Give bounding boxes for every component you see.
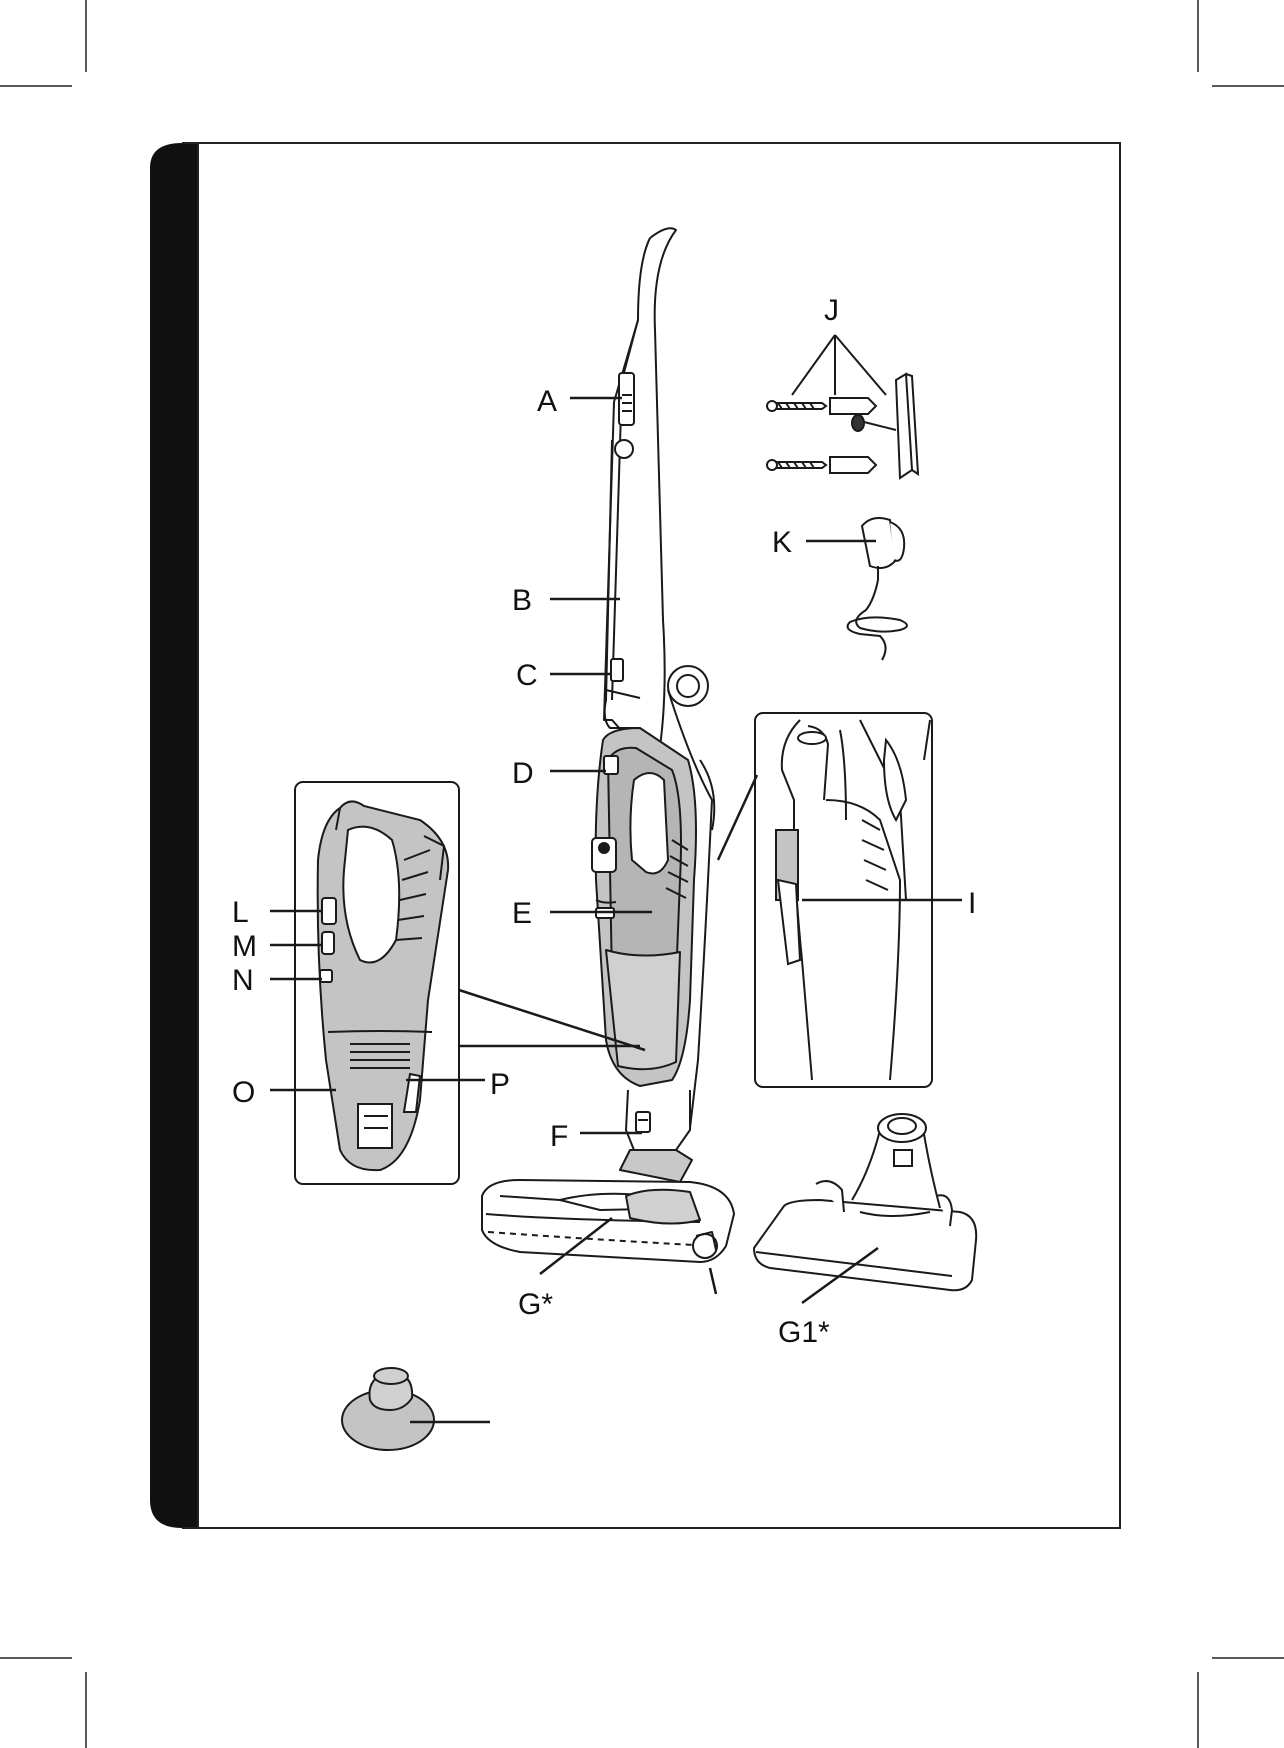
label-K: K [772, 526, 792, 559]
label-E: E [512, 897, 532, 930]
label-O: O [232, 1076, 255, 1109]
label-A: A [537, 385, 557, 418]
label-B: B [512, 584, 532, 617]
label-J: J [824, 294, 839, 327]
vacuum-illustration [482, 228, 734, 1262]
label-C: C [516, 659, 538, 692]
label-P: P [490, 1068, 510, 1101]
label-G1: G1* [778, 1316, 830, 1349]
accessory-cap [342, 1368, 434, 1450]
label-G: G* [518, 1288, 553, 1321]
wall-bracket-kit [767, 335, 918, 478]
label-L: L [232, 896, 249, 929]
label-F: F [550, 1120, 568, 1153]
label-I: I [968, 887, 976, 920]
label-D: D [512, 757, 534, 790]
label-N: N [232, 964, 254, 997]
charger-adapter [848, 518, 907, 660]
inset-I-connector [718, 775, 757, 860]
alt-floor-brush [754, 1114, 976, 1290]
inset-detail-hand-unit [295, 782, 459, 1184]
label-M: M [232, 930, 257, 963]
